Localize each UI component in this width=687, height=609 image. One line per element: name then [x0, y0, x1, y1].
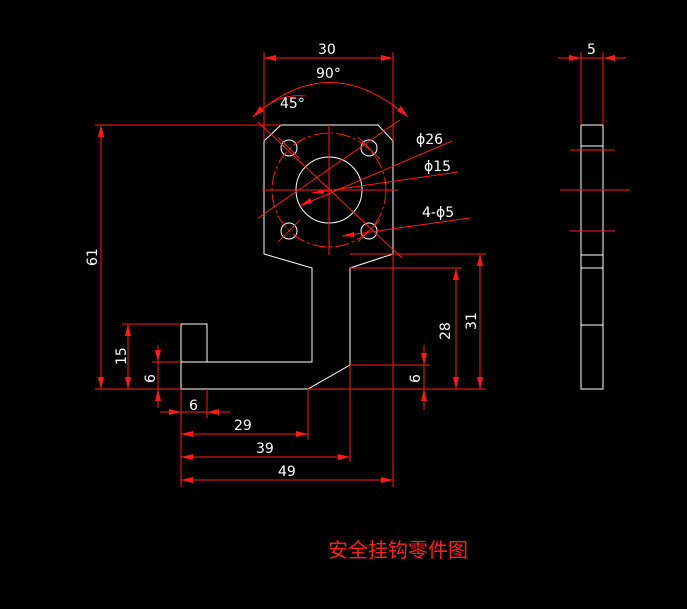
angle-90-label: 90° [316, 66, 341, 82]
angle-45-label: 45° [280, 96, 305, 112]
dim-29-label: 29 [234, 418, 252, 434]
center-lines [257, 119, 403, 259]
hole-cross-3 [277, 219, 301, 243]
dim-31-label: 31 [464, 312, 480, 330]
drawing-title: 安全挂钩零件图 [328, 538, 468, 562]
dim-61-label: 61 [85, 248, 101, 266]
dim-28-label: 28 [438, 322, 454, 340]
hole-cross-2 [357, 136, 381, 160]
side-view-outline [580, 124, 604, 390]
dim-30-label: 30 [318, 42, 336, 58]
hole-cross-1 [277, 136, 301, 160]
dim-49-label: 49 [278, 464, 296, 480]
diag-centerline-2 [257, 119, 401, 219]
part-outline [180, 124, 394, 390]
hole-top-left [280, 139, 298, 157]
bottom-dimensions: 6 29 39 49 [160, 254, 394, 487]
dim-5-label: 5 [587, 42, 596, 58]
dim-6-right-label: 6 [408, 374, 424, 383]
dim-6-bottom-label: 6 [189, 398, 198, 414]
dim-6-left-label: 6 [143, 374, 159, 383]
dim-39-label: 39 [256, 441, 274, 457]
side-view: 5 [558, 42, 630, 390]
holes-label: 4-ϕ5 [422, 205, 454, 221]
right-dimensions: 28 31 6 [308, 253, 486, 410]
hole-bottom-left [280, 222, 298, 240]
front-view-outline [180, 124, 394, 390]
dim-15-label: 15 [114, 347, 130, 365]
diameter-dimensions: ϕ26 ϕ15 4-ϕ5 [299, 132, 471, 237]
hole-top-right [360, 139, 378, 157]
dia-15-label: ϕ15 [424, 159, 451, 175]
top-dimensions: 30 90° 45° [252, 42, 409, 141]
dia-26-label: ϕ26 [416, 132, 443, 148]
hole-cross-4 [357, 219, 381, 243]
left-dimensions: 61 15 6 [85, 124, 281, 408]
